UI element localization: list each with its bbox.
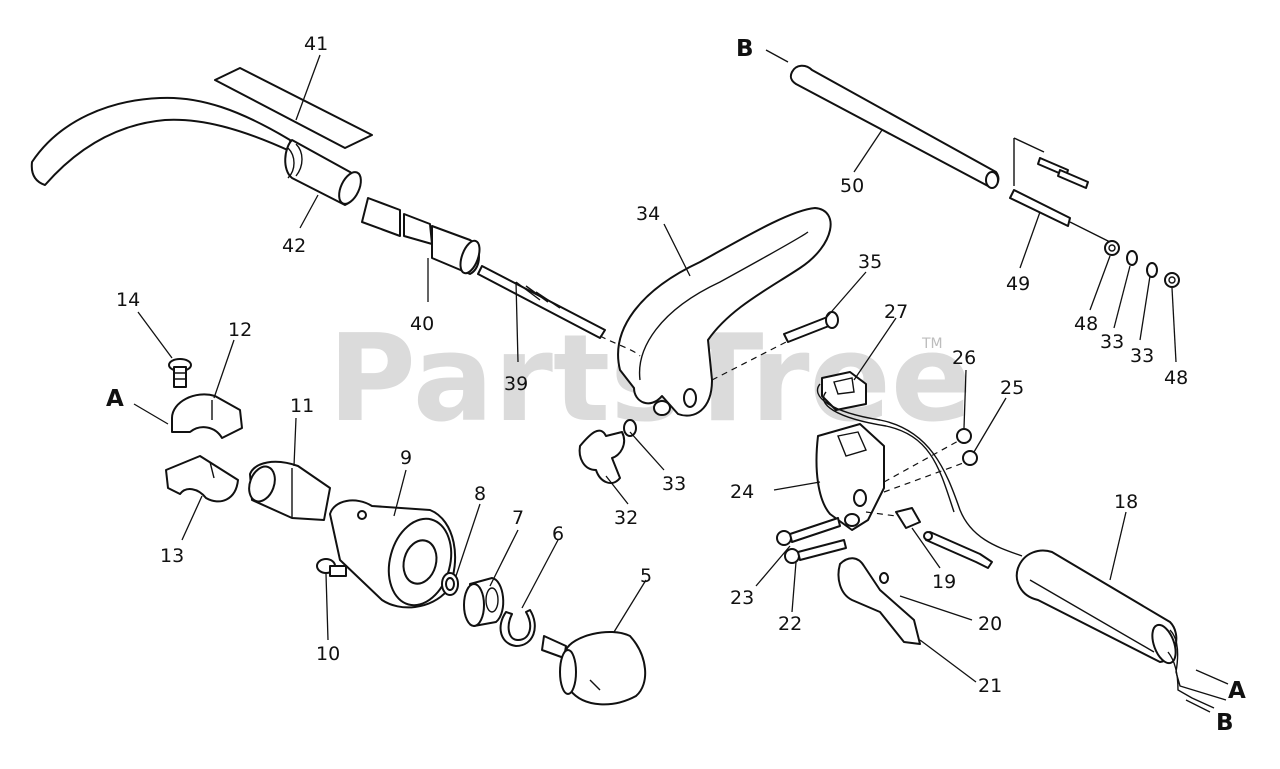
part-40-inner-sleeve xyxy=(361,197,481,275)
part-50-tube xyxy=(789,64,1000,189)
assembly-line-bolt-35 xyxy=(711,339,791,381)
callout-20: 20 xyxy=(978,613,1002,635)
part-12-upper-clamp xyxy=(171,393,243,439)
part-10-screw xyxy=(316,558,347,577)
assembly-line-nut-25 xyxy=(883,461,967,493)
callout-14: 14 xyxy=(116,289,140,311)
callout-6: 6 xyxy=(552,523,564,545)
part-34-loop-handle xyxy=(617,207,832,417)
part-9-clutch-housing xyxy=(329,499,457,609)
callout-13: 13 xyxy=(160,545,184,567)
part-33-washer-b xyxy=(1126,250,1138,266)
callout-18: 18 xyxy=(1114,491,1138,513)
callout-33-knob: 33 xyxy=(662,473,686,495)
part-48-nut-b xyxy=(1164,272,1180,288)
assembly-line-19 xyxy=(865,511,897,517)
part-49-cable xyxy=(1009,137,1111,243)
callout-10: 10 xyxy=(316,643,340,665)
part-22-bolt xyxy=(784,539,847,564)
part-48-nut-a xyxy=(1104,240,1120,256)
part-11-sleeve xyxy=(248,460,331,521)
callout-21: 21 xyxy=(978,675,1002,697)
part-24-throttle-housing xyxy=(815,423,885,531)
callout-8: 8 xyxy=(474,483,486,505)
callout-40: 40 xyxy=(410,313,434,335)
part-39-drive-shaft xyxy=(477,265,606,339)
part-35-bolt xyxy=(783,311,839,343)
callout-33-c: 33 xyxy=(1130,345,1154,367)
callout-26: 26 xyxy=(952,347,976,369)
callout-22: 22 xyxy=(778,613,802,635)
callout-27: 27 xyxy=(884,301,908,323)
part-33-washer-a xyxy=(623,419,637,437)
part-6-circlip xyxy=(499,609,536,647)
callout-39: 39 xyxy=(504,373,528,395)
callout-5: 5 xyxy=(640,565,652,587)
connector-A-left: A xyxy=(106,386,124,412)
callout-48-a: 48 xyxy=(1074,313,1098,335)
part-13-lower-clamp xyxy=(165,455,239,503)
callout-41: 41 xyxy=(304,33,328,55)
callout-49: 49 xyxy=(1006,273,1030,295)
connector-B-top: B xyxy=(736,36,754,62)
part-7-bearing xyxy=(463,577,505,627)
leader-lines xyxy=(133,49,1229,713)
assembly-line-nut-26 xyxy=(883,439,961,483)
callout-33-b: 33 xyxy=(1100,331,1124,353)
part-18-grip xyxy=(1015,549,1178,665)
callout-9: 9 xyxy=(400,447,412,469)
part-23-bolt xyxy=(776,517,841,546)
callout-42: 42 xyxy=(282,235,306,257)
part-20-spring xyxy=(879,572,889,584)
callout-24: 24 xyxy=(730,481,754,503)
callout-48-b: 48 xyxy=(1164,367,1188,389)
part-33-washer-c xyxy=(1146,262,1158,278)
part-32-knob xyxy=(578,429,626,485)
callout-12: 12 xyxy=(228,319,252,341)
callout-11: 11 xyxy=(290,395,314,417)
part-21-throttle-lever xyxy=(837,557,921,645)
callout-7: 7 xyxy=(512,507,524,529)
callout-23: 23 xyxy=(730,587,754,609)
wire-harness xyxy=(816,383,1227,709)
part-41-decal xyxy=(214,67,373,149)
callout-25: 25 xyxy=(1000,377,1024,399)
part-19-link xyxy=(895,507,921,529)
callout-35: 35 xyxy=(858,251,882,273)
connector-A-right: A xyxy=(1228,678,1246,704)
part-26-nut xyxy=(956,428,972,444)
callout-50: 50 xyxy=(840,175,864,197)
callout-32: 32 xyxy=(614,507,638,529)
part-42-curved-tube xyxy=(30,96,362,206)
part-27-switch xyxy=(821,371,867,411)
assembly-line-shaft xyxy=(599,335,641,357)
callout-34: 34 xyxy=(636,203,660,225)
part-14-bolt xyxy=(168,358,192,388)
callout-19: 19 xyxy=(932,571,956,593)
part-8-snap-ring xyxy=(441,572,459,596)
part-5-drum xyxy=(541,631,647,706)
watermark-tm: TM xyxy=(921,336,943,352)
connector-B-bottom: B xyxy=(1216,710,1234,736)
part-25-nut xyxy=(962,450,978,466)
